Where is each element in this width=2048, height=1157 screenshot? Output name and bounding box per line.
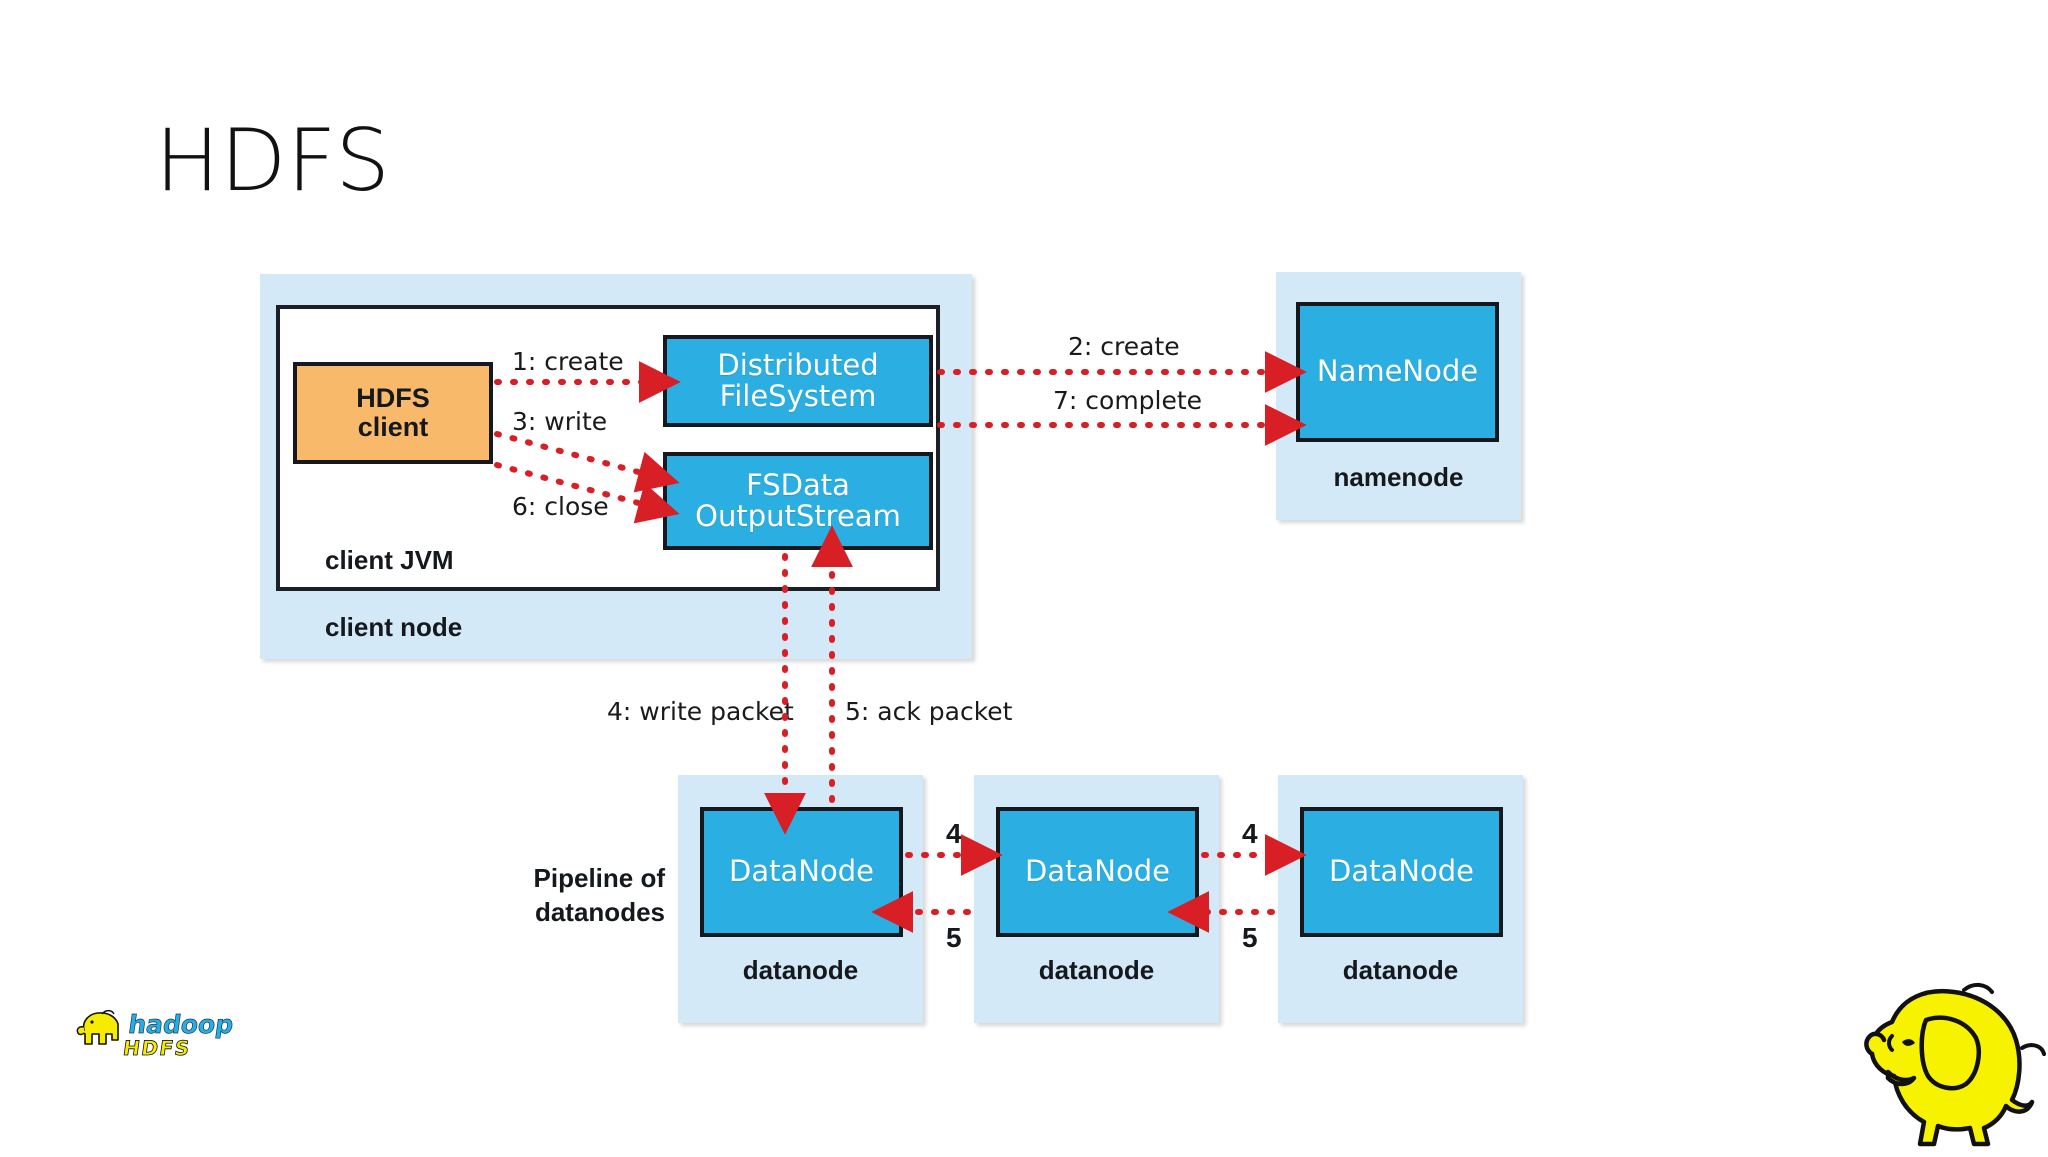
hadoop-wordmark: hadoop	[126, 1010, 236, 1040]
datanode-box-label: DataNode	[729, 854, 874, 889]
datanode-box-label: DataNode	[1329, 854, 1474, 889]
edge-label-6-close: 6: close	[512, 492, 609, 521]
client-node-label: client node	[325, 612, 463, 642]
datanode-caption-1: datanode	[742, 955, 859, 985]
datanode-container-1: DataNode datanode	[678, 775, 923, 1023]
datanode-box-2[interactable]: DataNode	[996, 807, 1199, 937]
datanode-caption-2: datanode	[1038, 955, 1155, 985]
edge-label-4-dn2-dn3: 4	[1242, 818, 1258, 849]
namenode-box-label: NameNode	[1316, 354, 1479, 389]
edge-label-4-dn1-dn2: 4	[946, 818, 962, 849]
datanode-box-3[interactable]: DataNode	[1300, 807, 1503, 937]
page-title: HDFS	[155, 111, 391, 211]
namenode-box[interactable]: NameNode	[1296, 302, 1499, 442]
edge-label-5-ack-packet: 5: ack packet	[845, 697, 1013, 726]
hdfs-client-label: HDFS client	[356, 382, 430, 442]
edge-label-5-dn2-dn1: 5	[946, 922, 962, 953]
hdfs-client-box[interactable]: HDFS client	[293, 362, 493, 464]
datanode-box-1[interactable]: DataNode	[700, 807, 903, 937]
client-jvm-label: client JVM	[325, 545, 454, 575]
datanode-caption-3: datanode	[1342, 955, 1459, 985]
edge-label-2-create: 2: create	[1068, 332, 1180, 361]
fsdata-outputstream-label: FSData OutputStream	[695, 467, 901, 533]
svg-text:HDFS: HDFS	[122, 1036, 193, 1060]
edge-label-7-complete: 7: complete	[1053, 386, 1203, 415]
distributed-filesystem-box[interactable]: Distributed FileSystem	[663, 335, 933, 427]
datanode-container-2: DataNode datanode	[974, 775, 1219, 1023]
hadoop-elephant-logo-icon	[76, 1009, 119, 1045]
edge-label-4-write-packet: 4: write packet	[607, 697, 794, 726]
namenode-container: NameNode namenode	[1276, 272, 1521, 520]
hadoop-elephant-mascot-icon	[1862, 958, 2048, 1152]
datanode-box-label: DataNode	[1025, 854, 1170, 889]
distributed-filesystem-label: Distributed FileSystem	[717, 347, 879, 413]
svg-text:hadoop: hadoop	[127, 1010, 236, 1039]
edge-label-1-create: 1: create	[512, 347, 624, 376]
namenode-caption: namenode	[1333, 462, 1464, 492]
pipeline-of-datanodes-label: Pipeline of datanodes	[533, 863, 665, 927]
edge-label-5-dn3-dn2: 5	[1242, 922, 1258, 953]
hadoop-hdfs-logo: hadoop HDFS	[72, 1000, 262, 1064]
datanode-container-3: DataNode datanode	[1278, 775, 1523, 1023]
edge-label-3-write: 3: write	[512, 407, 608, 436]
hdfs-wordmark: HDFS	[121, 1036, 193, 1061]
fsdata-outputstream-box[interactable]: FSData OutputStream	[663, 452, 933, 550]
